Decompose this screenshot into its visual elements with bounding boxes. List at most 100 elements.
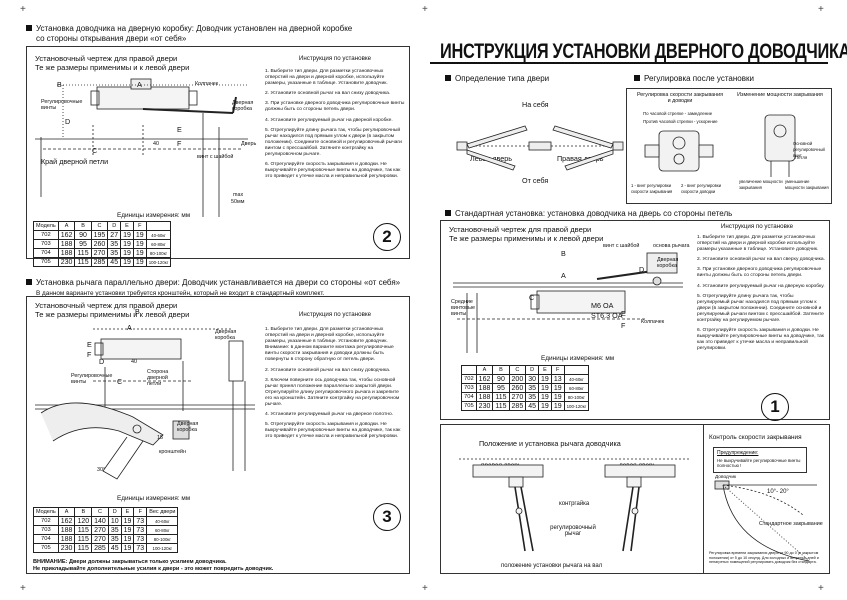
table-cell: 19 [120,516,135,526]
table-cell: 90 [74,230,92,240]
main-screw-label: Основной регулировочный винт [793,141,825,158]
lever-control-panel: Положение и установка рычага доводчика п… [440,424,830,574]
table-cell: 30 [525,374,540,384]
table-cell: 80-100кг [146,534,179,544]
table-cell: 40-60кг [146,516,179,526]
table-cell: 162 [57,230,76,240]
table-cell: 73 [133,525,148,535]
dim-a: A [137,80,142,89]
table-cell: 140 [91,516,109,526]
adjust-arm-label: регулировочный рычаг [550,525,596,537]
units-label: Единицы измерения: мм [117,212,191,219]
table-header-cell: D [107,221,122,231]
door-type-diagram [456,125,624,171]
dim-e: E [177,125,182,134]
hinge-side-label: Сторона дверной петли [147,369,169,387]
crop-mark: + [422,4,428,15]
adjustment-panel: Регулировка скорости закрывания и доводк… [626,88,832,204]
table-header-cell: A [475,365,494,375]
table-cell: 19 [538,392,552,402]
table-cell: 188 [475,392,494,402]
dim-40: 40 [131,359,137,365]
instruction-step: 5. Отрегулируйте длину рычага так, чтобы… [697,293,824,324]
table-cell: 19 [538,383,552,393]
table-header-cell: F [133,507,148,517]
dim-e: E [621,309,626,318]
counterclockwise-note: Против часовой стрелки - ускорение [643,119,718,124]
screw-2-note: 2 - винт регулировки скорости доводки [681,183,722,194]
divider [703,425,704,573]
table-cell: 188 [57,248,76,258]
table-cell: 285 [90,257,109,267]
table-header-cell: F [132,221,147,231]
table-cell: 35 [525,383,540,393]
table-cell: 40-60кг [563,374,590,384]
table-header-cell: B [74,221,92,231]
dim-d: D [65,117,71,126]
table-cell: 19 [538,401,552,411]
door-type-heading: Определение типа двери [445,74,549,84]
m6-label: M6 OA [591,301,614,310]
units-label: Единицы измерения: мм [541,355,615,362]
table-cell: 703 [33,525,59,535]
table-cell: 90 [492,374,510,384]
table-cell: 45 [525,401,540,411]
adjustment-heading: Регулировка после установки [634,74,754,84]
control-title: Контроль скорости закрывания [709,434,802,441]
angle-label: 30° [97,467,106,473]
screw-label: винт с шайбой [603,243,640,249]
table-cell: 702 [461,374,477,384]
hinge-label: Петля [795,155,808,160]
table-cell: 703 [33,239,59,249]
table-cell: 19 [120,248,134,258]
instructions-title: Инструкция по установке [298,55,372,62]
table-cell: 260 [508,383,527,393]
closing-arc-diagram [714,480,817,562]
bullet-square-icon [445,210,451,216]
table-header-cell: C [91,507,109,517]
table-cell: 60-80кг [146,525,179,535]
title-rule [430,62,828,64]
table-cell: 19 [132,257,147,267]
table-cell: 705 [33,543,59,553]
table-cell: 45 [107,257,122,267]
table-header-cell: D [525,365,540,375]
table-cell: 35 [107,534,122,544]
table-header-cell [461,365,477,375]
table-cell: 19 [120,257,134,267]
table-header-cell: D [107,507,122,517]
crop-mark: + [20,583,26,594]
table-cell: 162 [57,516,76,526]
lever-title: Положение и установка рычага доводчика [479,439,621,448]
adjust-screws-label: Средние винтовые винты [451,299,475,317]
table-cell: 10 [107,516,122,526]
door-push-label: От себя [522,176,549,185]
table-cell: 188 [57,525,76,535]
table-cell: 73 [133,516,148,526]
table-header-cell: Модель [33,507,59,517]
table-cell: 100-120кг [563,401,590,411]
screw-label: винт с шайбой [197,154,234,160]
parallel-arm-drawing [35,328,255,480]
table-cell: 100-120кг [145,257,172,267]
instruction-step: 4. Установите регулируемый рычаг на двер… [697,283,825,289]
standard-install-heading: Стандартная установка: установка доводчи… [445,209,732,219]
drawing-title: Установочный чертеж для правой двери Те … [35,301,190,319]
table-cell: 19 [120,543,135,553]
section-2-heading: Установка доводчика на дверную коробку: … [26,24,416,44]
table-cell: 702 [33,516,59,526]
bracket-label: кронштейн [159,449,187,455]
closer-drawing [35,78,249,217]
dim-40: 40 [153,141,159,147]
instruction-step: 3. При установке дверного доводчика регу… [697,267,822,279]
lever-position-diagram [459,458,691,552]
table-cell: 115 [74,534,93,544]
table-cell: 60-80кг [145,239,172,249]
units-label: Единицы измерения: мм [117,495,191,502]
